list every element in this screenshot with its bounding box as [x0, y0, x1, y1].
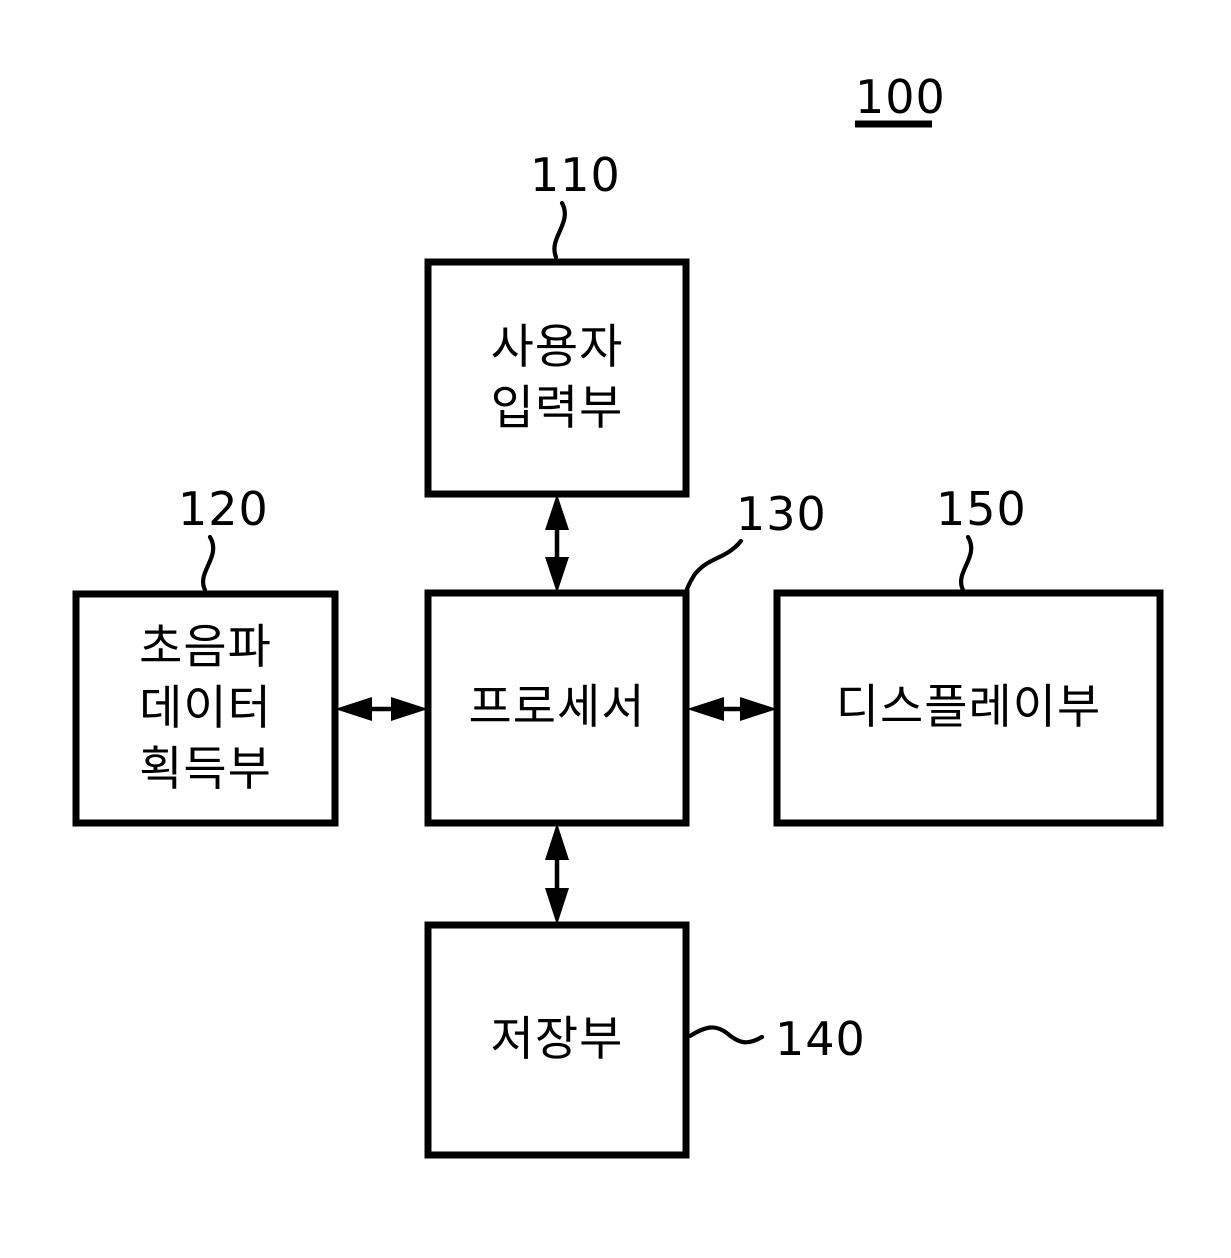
reference-numeral-110: 110: [530, 148, 621, 202]
figure-number-100: 100: [855, 70, 946, 124]
connector-ultrasound-to-processor: [335, 697, 428, 721]
block-ultrasound-data-acquisition-unit[interactable]: [72, 590, 339, 827]
block-processor[interactable]: [424, 589, 690, 827]
connector-processor-to-storage: [545, 823, 569, 925]
reference-numeral-120: 120: [178, 482, 269, 536]
leader-line-120: [201, 534, 216, 593]
leader-line-140: [687, 1025, 765, 1045]
leader-line-150: [959, 534, 974, 593]
reference-numeral-140: 140: [775, 1012, 866, 1066]
block-storage-unit[interactable]: [424, 921, 690, 1159]
reference-numeral-130: 130: [736, 487, 827, 541]
leader-line-110: [552, 200, 567, 260]
reference-numeral-150: 150: [936, 482, 1027, 536]
block-display-unit[interactable]: [773, 589, 1164, 827]
connector-user-input-to-processor: [545, 494, 569, 593]
leader-line-130: [683, 538, 744, 595]
connector-processor-to-display: [687, 697, 777, 721]
block-user-input-unit[interactable]: [424, 258, 690, 498]
